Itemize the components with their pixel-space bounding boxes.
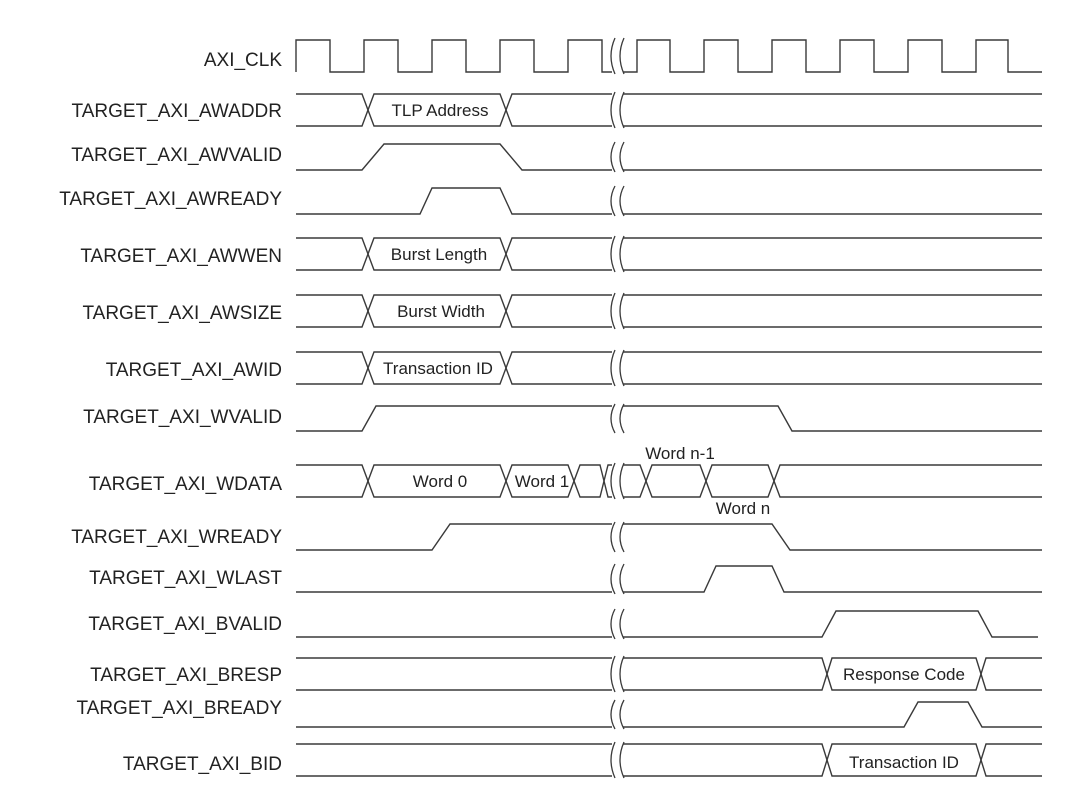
label-awready: TARGET_AXI_AWREADY <box>59 189 282 210</box>
annotation-tlp-address: TLP Address <box>391 101 488 120</box>
break-mark-line <box>610 699 616 730</box>
label-awvalid: TARGET_AXI_AWVALID <box>71 145 282 166</box>
label-wvalid: TARGET_AXI_WVALID <box>83 407 282 428</box>
waveform-awid: Transaction ID <box>296 351 1042 385</box>
break-mark-line <box>619 141 625 173</box>
break-mark-line <box>619 563 625 595</box>
break-mark-line <box>619 91 625 129</box>
break-mark-line <box>610 608 616 640</box>
break-mark-line <box>610 349 616 387</box>
break-mark-line <box>610 521 616 553</box>
waveform-awready <box>296 187 1042 215</box>
waveform-bready <box>296 701 1042 728</box>
annotation-word-n: Word n <box>716 499 771 518</box>
break-mark-line <box>610 141 616 173</box>
annotation-burst-width: Burst Width <box>397 302 485 321</box>
waveform-bid: Transaction ID <box>296 743 1042 777</box>
break-mark-line <box>619 235 625 273</box>
break-mark-line <box>619 741 625 779</box>
break-mark-line <box>610 235 616 273</box>
break-mark-line <box>619 185 625 217</box>
label-wlast: TARGET_AXI_WLAST <box>89 568 282 589</box>
annotation-word-1: Word 1 <box>515 472 570 491</box>
break-mark-line <box>610 655 616 693</box>
break-mark-line <box>619 608 625 640</box>
annotation-bid-transaction-id: Transaction ID <box>849 753 959 772</box>
waveform-awsize: Burst Width <box>296 294 1042 328</box>
label-awaddr: TARGET_AXI_AWADDR <box>72 101 282 122</box>
break-mark-line <box>619 462 625 500</box>
label-bready: TARGET_AXI_BREADY <box>76 698 282 719</box>
waveform-awaddr: TLP Address <box>296 93 1042 127</box>
break-mark-line <box>619 403 625 434</box>
waveform-wlast <box>296 565 1042 593</box>
label-axi-clk: AXI_CLK <box>204 50 282 71</box>
label-awwen: TARGET_AXI_AWWEN <box>80 246 282 267</box>
waveform-wready <box>296 523 1042 551</box>
annotation-response-code: Response Code <box>843 665 965 684</box>
break-mark-line <box>610 37 616 75</box>
annotation-word-n-minus-1: Word n-1 <box>645 444 715 463</box>
break-mark-line <box>610 185 616 217</box>
label-awsize: TARGET_AXI_AWSIZE <box>82 303 282 324</box>
break-mark-line <box>619 655 625 693</box>
break-mark-line <box>610 292 616 330</box>
annotation-word-0: Word 0 <box>413 472 468 491</box>
signal-labels: AXI_CLK TARGET_AXI_AWADDR TARGET_AXI_AWV… <box>59 50 282 775</box>
break-mark-line <box>619 699 625 730</box>
break-mark-line <box>619 521 625 553</box>
break-mark-line <box>610 462 616 500</box>
label-bresp: TARGET_AXI_BRESP <box>90 665 282 686</box>
waveform-bvalid <box>296 610 1038 638</box>
break-mark-line <box>619 37 625 75</box>
label-bid: TARGET_AXI_BID <box>123 754 282 775</box>
label-awid: TARGET_AXI_AWID <box>106 360 282 381</box>
waveform-awwen: Burst Length <box>296 237 1042 271</box>
label-wdata: TARGET_AXI_WDATA <box>89 474 283 495</box>
label-bvalid: TARGET_AXI_BVALID <box>88 614 282 635</box>
waveform-wvalid <box>296 405 1042 432</box>
break-mark-line <box>610 741 616 779</box>
break-mark-line <box>610 563 616 595</box>
waveform-wdata: Word 0 Word 1 Word n-1 Word n <box>296 444 1042 518</box>
label-wready: TARGET_AXI_WREADY <box>71 527 282 548</box>
time-break-marks <box>610 37 625 779</box>
break-mark-line <box>619 349 625 387</box>
waveform-bresp: Response Code <box>296 657 1042 691</box>
waveform-awvalid <box>296 143 1042 171</box>
break-mark-line <box>610 91 616 129</box>
waveform-axi-clk <box>295 39 1042 73</box>
annotation-burst-length: Burst Length <box>391 245 487 264</box>
break-mark-line <box>610 403 616 434</box>
break-mark-line <box>619 292 625 330</box>
annotation-transaction-id: Transaction ID <box>383 359 493 378</box>
